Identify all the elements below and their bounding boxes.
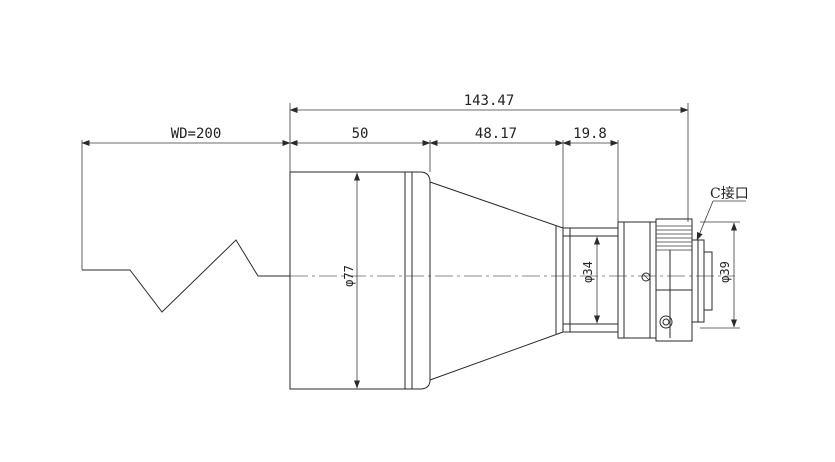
lock-screw-icon [641, 272, 651, 282]
mount-label: C接口 [710, 185, 749, 202]
rear-housing [617, 218, 713, 342]
dim-middle-length: 48.17 [429, 126, 564, 228]
lens-cone [429, 181, 564, 381]
dim-working-distance-label: WD=200 [171, 126, 222, 142]
middle-tube: φ34 [562, 227, 619, 333]
dim-rear-diameter: φ39 [700, 221, 740, 329]
front-barrel: φ77 [289, 171, 431, 390]
dim-total-length: 143.47 [289, 93, 689, 222]
dim-rear-diameter-label: φ39 [718, 261, 732, 283]
dim-front-diameter-label: φ77 [342, 265, 356, 287]
mount-callout: C接口 [696, 185, 749, 241]
dim-total-length-label: 143.47 [464, 93, 515, 109]
dim-rear-length: 19.8 [562, 126, 619, 222]
knurl-lines [656, 225, 692, 251]
dim-front-length: 50 [289, 126, 431, 172]
dim-front-length-label: 50 [352, 126, 369, 142]
dim-rear-length-label: 19.8 [573, 126, 607, 142]
dim-middle-length-label: 48.17 [475, 126, 517, 142]
focus-screw-icon [659, 315, 673, 329]
wd-break-line [82, 239, 290, 313]
dim-working-distance: WD=200 [81, 126, 291, 270]
dim-middle-diameter-label: φ34 [581, 261, 595, 283]
